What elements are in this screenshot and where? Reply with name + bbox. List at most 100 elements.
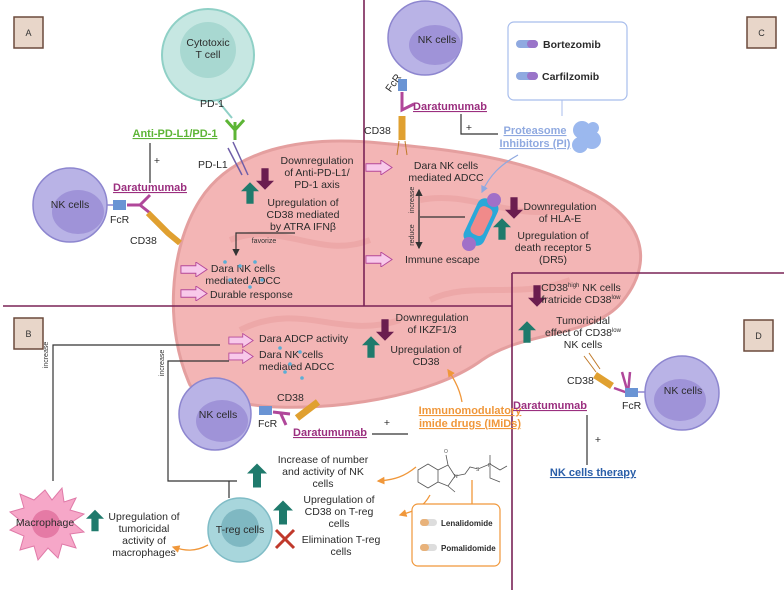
svg-text:Inhibitors (PI): Inhibitors (PI) <box>500 138 571 150</box>
up-arrow-icon <box>86 509 104 532</box>
svg-text:+: + <box>595 434 601 446</box>
nk-cell-a: NK cells <box>32 167 108 243</box>
svg-text:NK cells: NK cells <box>564 339 603 351</box>
svg-text:Downregulation: Downregulation <box>396 312 469 324</box>
fcr-label: FcR <box>110 214 130 226</box>
svg-text:death receptor 5: death receptor 5 <box>515 242 592 254</box>
daratumumab-label: Daratumumab <box>293 427 367 439</box>
proteasome-inhibitors-label: Proteasome <box>504 125 567 137</box>
dara-adcp-label: Dara ADCP activity <box>259 333 349 345</box>
svg-text:activity of: activity of <box>122 535 166 547</box>
svg-text:Elimination T-reg: Elimination T-reg <box>302 534 381 546</box>
svg-text:Increase of number: Increase of number <box>278 454 369 466</box>
svg-text:+: + <box>384 417 390 429</box>
bortezomib-label: Bortezomib <box>543 39 601 51</box>
svg-text:Upregulation of: Upregulation of <box>390 344 461 356</box>
svg-text:B: B <box>25 329 31 339</box>
svg-text:NK cells: NK cells <box>418 34 457 46</box>
svg-text:NK cells: NK cells <box>664 385 703 397</box>
svg-text:mediated ADCC: mediated ADCC <box>259 361 335 373</box>
pdl1-receptor <box>227 141 249 176</box>
anti-pd1-antibody-icon <box>224 118 246 140</box>
svg-text:cells: cells <box>312 478 333 490</box>
cd38-label: CD38 <box>130 235 157 247</box>
svg-text:P: P <box>488 463 492 469</box>
increase-label: increase <box>409 187 416 214</box>
svg-text:PD-1 axis: PD-1 axis <box>294 179 340 191</box>
svg-text:Dara NK cells: Dara NK cells <box>414 160 478 172</box>
svg-text:CD38: CD38 <box>413 356 440 368</box>
svg-text:+: + <box>466 122 472 134</box>
carfilzomib-label: Carfilzomib <box>542 71 599 83</box>
pomalidomide-label: Pomalidomide <box>441 544 496 553</box>
svg-text:Macrophage: Macrophage <box>16 517 75 529</box>
panel-label-b: B <box>13 317 44 350</box>
svg-text:O: O <box>444 449 448 455</box>
svg-text:CD38 on T-reg: CD38 on T-reg <box>305 506 374 518</box>
svg-text:Downregulation: Downregulation <box>524 201 597 213</box>
svg-text:NK cells: NK cells <box>199 409 238 421</box>
favorize-label: favorize <box>252 238 277 245</box>
svg-text:of IKZF1/3: of IKZF1/3 <box>407 324 456 336</box>
fcr-label: FcR <box>258 418 278 430</box>
panel-label-d: D <box>743 319 774 352</box>
svg-text:S: S <box>476 467 480 473</box>
svg-text:Cytotoxic: Cytotoxic <box>186 37 229 49</box>
svg-text:of HLA-E: of HLA-E <box>539 213 582 225</box>
svg-text:T-reg cells: T-reg cells <box>216 524 264 536</box>
svg-text:mediated ADCC: mediated ADCC <box>408 172 484 184</box>
nk-cell-b: NK cells <box>178 377 252 451</box>
svg-text:by ATRA IFNβ: by ATRA IFNβ <box>270 221 336 233</box>
daratumumab-label: Daratumumab <box>413 101 487 113</box>
svg-text:Upregulation of: Upregulation of <box>108 511 179 523</box>
daratumumab-label: Daratumumab <box>513 400 587 412</box>
up-arrow-icon <box>273 500 293 525</box>
svg-text:C: C <box>758 28 765 38</box>
svg-text:(DR5): (DR5) <box>539 254 567 266</box>
pill-icon <box>420 519 429 526</box>
cd38-label: CD38 <box>567 375 594 387</box>
cytotoxic-t-cell: Cytotoxic T cell <box>161 8 255 102</box>
pd1-receptor <box>217 100 233 119</box>
svg-text:T cell: T cell <box>196 49 221 61</box>
cd38-label: CD38 <box>364 125 391 137</box>
elimination-x-icon <box>274 528 296 550</box>
svg-text:Dara NK cells: Dara NK cells <box>211 263 275 275</box>
svg-text:cells: cells <box>330 546 351 558</box>
svg-text:NK cells: NK cells <box>51 199 90 211</box>
svg-text:macrophages: macrophages <box>112 547 176 559</box>
fcr-label: FcR <box>622 400 642 412</box>
fcr-receptor-icon <box>259 406 272 415</box>
imid-chemical-structure-icon: O N S P <box>417 449 508 493</box>
svg-text:Upregulation of: Upregulation of <box>303 494 374 506</box>
svg-text:Tumoricidal: Tumoricidal <box>556 315 610 327</box>
up-arrow-icon <box>247 463 267 488</box>
fcr-receptor-icon <box>398 79 407 91</box>
svg-text:imide drugs (IMiDs): imide drugs (IMiDs) <box>419 418 521 430</box>
t-reg-cell: T-reg cells <box>207 497 273 563</box>
svg-text:effect of CD38low: effect of CD38low <box>545 327 622 339</box>
pdl1-label: PD-L1 <box>198 159 228 171</box>
pi-drug-box <box>507 21 628 101</box>
svg-text:mediated ADCC: mediated ADCC <box>205 275 281 287</box>
proteasome-icon <box>572 121 601 153</box>
daratumumab-antibody-icon <box>127 193 152 215</box>
svg-text:cells: cells <box>328 518 349 530</box>
granule-dots <box>223 260 264 289</box>
imids-drug-box <box>411 503 501 567</box>
svg-text:CD38high NK cells: CD38high NK cells <box>541 282 621 294</box>
granule-dots <box>278 346 304 380</box>
increase-label: increase <box>43 342 50 369</box>
macrophage: Macrophage <box>8 486 86 562</box>
svg-text:N: N <box>454 474 458 480</box>
svg-text:D: D <box>755 331 762 341</box>
svg-text:Downregulation: Downregulation <box>281 155 354 167</box>
nk-cells-therapy-label: NK cells therapy <box>550 467 637 479</box>
cd38-receptor-icon <box>294 399 321 421</box>
plus-sign: + <box>154 155 160 167</box>
fcr-receptor-icon <box>625 388 638 397</box>
nk-cell-d: NK cells <box>644 355 720 431</box>
daratumumab-label: Daratumumab <box>113 182 187 194</box>
panel-label-a: A <box>13 16 44 49</box>
fcr-receptor-icon <box>113 200 126 210</box>
